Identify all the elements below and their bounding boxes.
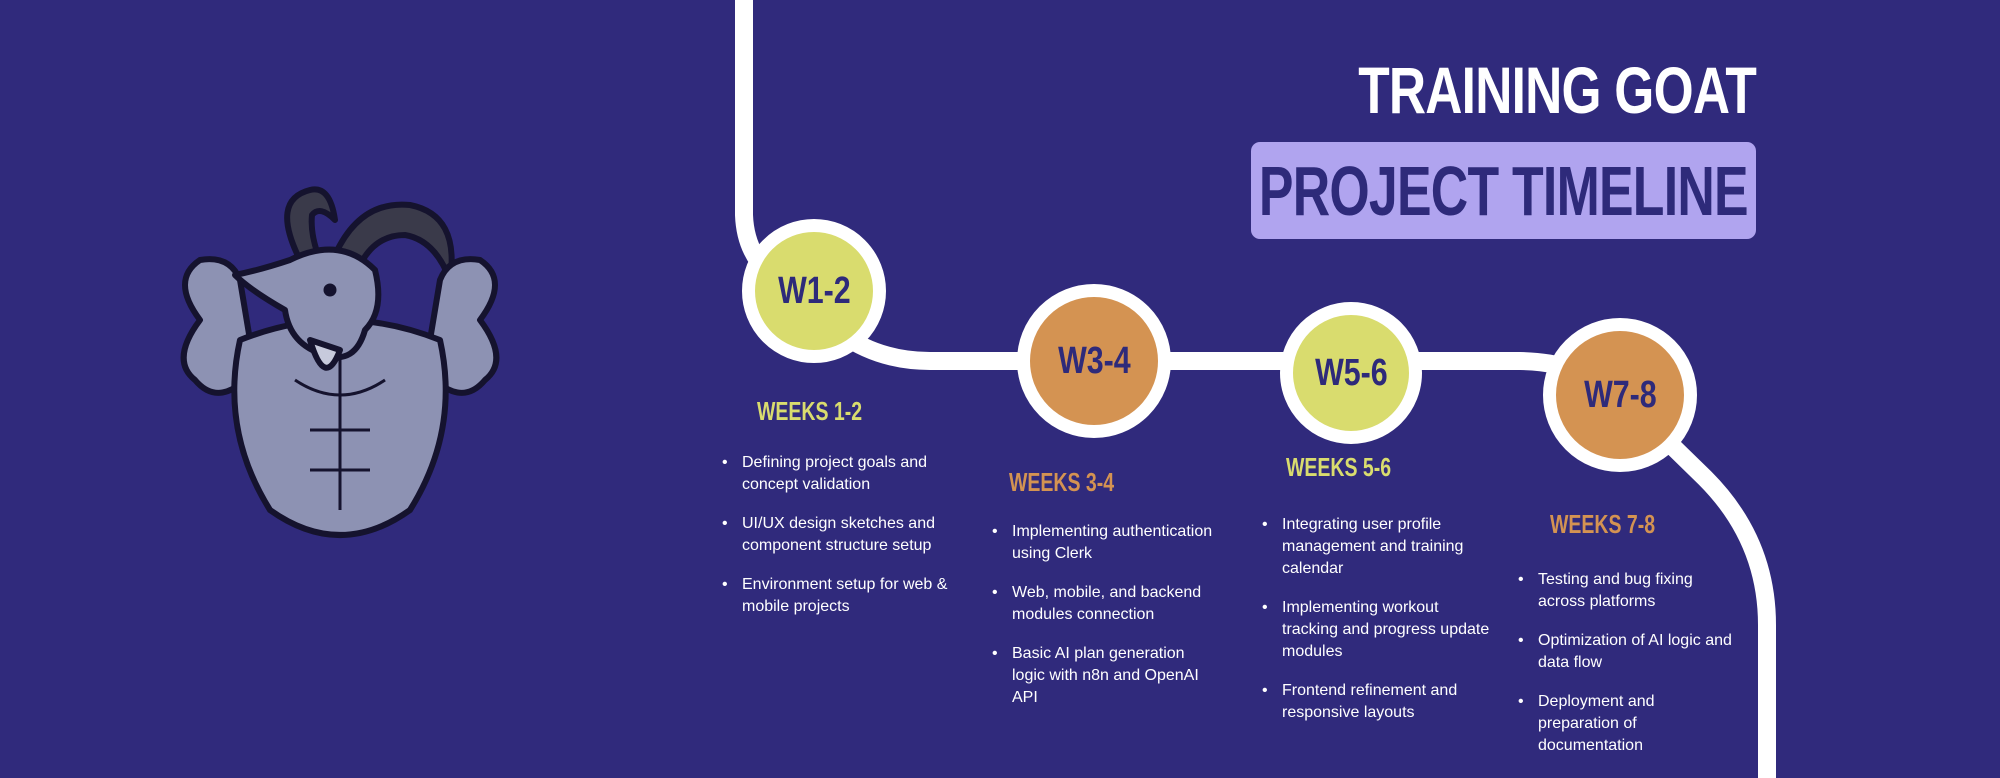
milestone-tasks: Implementing authentication using Clerk … [990, 521, 1220, 726]
milestone-tasks: Defining project goals and concept valid… [720, 452, 960, 635]
task-item: Implementing workout tracking and progre… [1260, 597, 1490, 663]
milestone-heading: WEEKS 5-6 [1286, 452, 1392, 482]
page-subtitle: PROJECT TIMELINE [1259, 151, 1749, 230]
milestone-heading: WEEKS 7-8 [1550, 509, 1656, 539]
task-item: Implementing authentication using Clerk [990, 521, 1220, 565]
badge-label: W3-4 [1057, 339, 1131, 382]
task-item: Web, mobile, and backend modules connect… [990, 582, 1220, 626]
task-item: Basic AI plan generation logic with n8n … [990, 643, 1220, 709]
milestone-badge-w5-6: W5-6 [1280, 302, 1422, 444]
goat-mascot-icon [180, 186, 500, 538]
milestone-heading: WEEKS 1-2 [757, 396, 863, 426]
task-item: UI/UX design sketches and component stru… [720, 513, 960, 557]
task-item: Deployment and preparation of documentat… [1516, 691, 1736, 757]
badge-label: W7-8 [1583, 373, 1657, 416]
milestone-tasks: Integrating user profile management and … [1260, 514, 1490, 741]
milestone-heading: WEEKS 3-4 [1009, 467, 1115, 497]
subtitle-badge: PROJECT TIMELINE [1251, 142, 1756, 239]
badge-label: W5-6 [1314, 351, 1388, 394]
milestone-badge-w1-2: W1-2 [742, 219, 886, 363]
task-item: Frontend refinement and responsive layou… [1260, 680, 1490, 724]
milestone-badge-w3-4: W3-4 [1017, 284, 1171, 438]
task-item: Integrating user profile management and … [1260, 514, 1490, 580]
milestone-badge-w7-8: W7-8 [1543, 318, 1697, 472]
task-item: Defining project goals and concept valid… [720, 452, 960, 496]
task-item: Testing and bug fixing across platforms [1516, 569, 1736, 613]
badge-label: W1-2 [777, 269, 851, 312]
milestone-tasks: Testing and bug fixing across platforms … [1516, 569, 1736, 774]
task-item: Environment setup for web & mobile proje… [720, 574, 960, 618]
task-item: Optimization of AI logic and data flow [1516, 630, 1736, 674]
app-title: TRAINING GOAT [1358, 53, 1757, 127]
